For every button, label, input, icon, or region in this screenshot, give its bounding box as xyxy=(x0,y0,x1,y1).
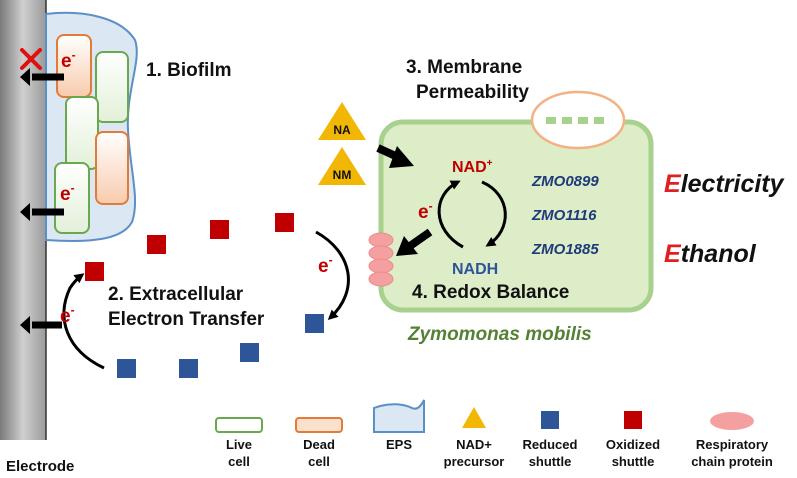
svg-text:NA: NA xyxy=(333,123,351,137)
oxidized-shuttle xyxy=(85,262,104,281)
electrode xyxy=(0,0,47,440)
nad-precursor-icon xyxy=(462,407,486,428)
svg-text:NAD+: NAD+ xyxy=(456,437,492,452)
electron-label: e- xyxy=(318,253,333,277)
svg-text:Respiratory: Respiratory xyxy=(696,437,769,452)
output-ethanol: Ethanol xyxy=(664,240,757,268)
gene-label: ZMO0899 xyxy=(531,173,599,190)
electrode-label: Electrode xyxy=(6,458,74,475)
live-cell-icon xyxy=(215,417,263,433)
legend-item-dead-cell: Dead cell xyxy=(295,417,343,469)
svg-text:Reduced: Reduced xyxy=(523,437,578,452)
svg-text:cell: cell xyxy=(228,454,250,469)
reduced-shuttle xyxy=(305,314,324,333)
svg-text:shuttle: shuttle xyxy=(612,454,655,469)
zymomonas-cell xyxy=(378,119,654,313)
output-electricity: Electricity xyxy=(664,170,785,198)
eps-icon xyxy=(373,399,425,433)
electron-export-arrow xyxy=(396,228,433,256)
gene-label: ZMO1116 xyxy=(531,207,597,224)
reduced-shuttle-icon xyxy=(541,411,559,429)
shuttle-oxidation-arrow xyxy=(62,273,105,370)
svg-text:chain protein: chain protein xyxy=(691,454,773,469)
uptake-arrow xyxy=(376,144,414,168)
redox-cycle-arrow-left xyxy=(437,180,464,249)
legend-item-respiratory-protein: Respiratory chain protein xyxy=(691,412,773,469)
permeability-label-line1: 3. Membrane xyxy=(406,57,522,78)
electron-label: e- xyxy=(60,181,75,205)
dead-cell-icon xyxy=(295,417,343,433)
svg-text:cell: cell xyxy=(308,454,330,469)
redox-balance-label: 4. Redox Balance xyxy=(412,282,569,303)
oxidized-shuttle-icon xyxy=(624,411,642,429)
electron-label: e- xyxy=(61,48,76,72)
legend-item-live-cell: Live cell xyxy=(215,417,263,469)
svg-text:NM: NM xyxy=(333,168,352,182)
electron-label: e- xyxy=(418,199,433,223)
shuttle-reduction-arrow xyxy=(315,230,350,321)
oxidized-shuttles xyxy=(85,213,294,281)
oxidized-shuttle xyxy=(147,235,166,254)
reduced-shuttles xyxy=(117,314,324,378)
svg-text:precursor: precursor xyxy=(444,454,505,469)
gene-label: ZMO1885 xyxy=(531,241,599,258)
nadh-label: NADH xyxy=(452,261,498,278)
eet-label-line1: 2. Extracellular xyxy=(108,284,244,305)
live-cell xyxy=(65,96,99,170)
live-cell xyxy=(95,51,129,123)
oxidized-shuttle xyxy=(275,213,294,232)
respiratory-protein-icon xyxy=(710,412,754,430)
reduced-shuttle xyxy=(179,359,198,378)
respiratory-chain-protein xyxy=(368,232,394,287)
dead-cell xyxy=(95,131,129,205)
legend-item-nad-precursor: NAD+ precursor xyxy=(444,407,505,469)
biofilm-cells xyxy=(54,34,129,234)
biofilm-label: 1. Biofilm xyxy=(146,60,232,81)
membrane-pore-channel xyxy=(546,117,604,124)
electron-label: e- xyxy=(60,303,75,327)
svg-text:shuttle: shuttle xyxy=(529,454,572,469)
nad-precursor-nm: NM xyxy=(318,147,366,185)
svg-text:Oxidized: Oxidized xyxy=(606,437,660,452)
eet-label-line2: Electron Transfer xyxy=(108,309,265,330)
organism-label: Zymomonas mobilis xyxy=(407,324,592,345)
permeability-label-line2: Permeability xyxy=(416,82,529,103)
reduced-shuttle xyxy=(117,359,136,378)
redox-cycle-arrow-right xyxy=(481,180,507,247)
svg-text:Dead: Dead xyxy=(303,437,335,452)
nad-plus-label: NAD+ xyxy=(452,158,493,176)
blocked-x-icon xyxy=(20,48,42,70)
legend-item-eps: EPS xyxy=(373,399,425,452)
svg-text:Live: Live xyxy=(226,437,252,452)
legend-item-reduced-shuttle: Reduced shuttle xyxy=(523,411,578,469)
legend: Live cell Dead cell EPS NAD+ precursor R… xyxy=(215,399,773,469)
svg-text:EPS: EPS xyxy=(386,437,412,452)
reduced-shuttle xyxy=(240,343,259,362)
oxidized-shuttle xyxy=(210,220,229,239)
legend-item-oxidized-shuttle: Oxidized shuttle xyxy=(606,411,660,469)
electron-flow-arrows xyxy=(20,68,64,334)
nad-precursor-na: NA xyxy=(318,102,366,140)
